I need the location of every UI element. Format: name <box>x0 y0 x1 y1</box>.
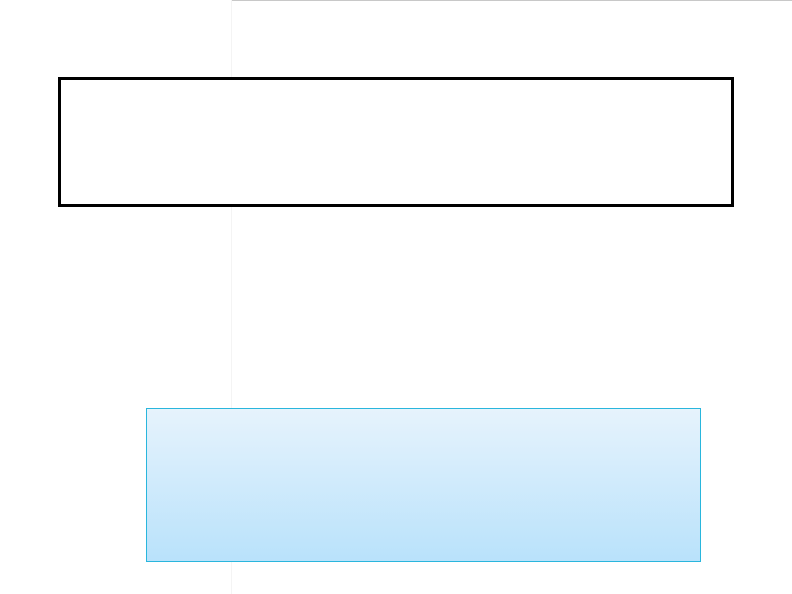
bordered-text-box[interactable] <box>58 77 734 207</box>
gradient-panel[interactable] <box>146 408 701 562</box>
top-rule <box>232 0 792 1</box>
column-divider <box>231 0 232 594</box>
